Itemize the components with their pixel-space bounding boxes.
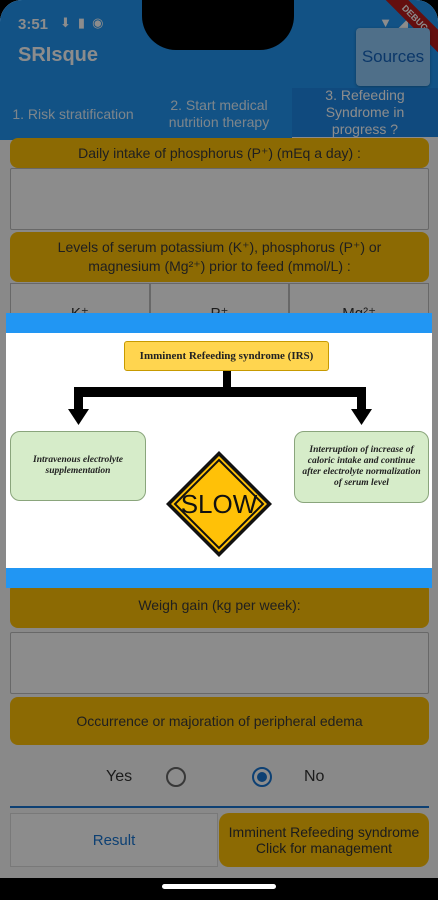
tab-bar: 1. Risk stratification 2. Start medical … bbox=[0, 87, 438, 140]
tab-start-nutrition-therapy[interactable]: 2. Start medical nutrition therapy bbox=[168, 97, 270, 130]
app-bar: 3:51 ⬇ ▮ ◉ ▼ ◢ DEBUG SRIsque Sources 1. … bbox=[0, 0, 438, 140]
home-indicator[interactable] bbox=[162, 884, 276, 889]
left-arrow-shaft bbox=[74, 387, 83, 411]
vpn-icon: ◉ bbox=[92, 15, 104, 30]
phosphorus-intake-input[interactable] bbox=[10, 168, 429, 230]
sign-face bbox=[171, 456, 267, 552]
status-icons-right: ▼ ◢ bbox=[379, 15, 408, 31]
no-radio[interactable] bbox=[252, 767, 272, 787]
tab-risk-stratification[interactable]: 1. Risk stratification bbox=[12, 105, 134, 122]
wifi-icon: ▼ bbox=[379, 15, 392, 30]
status-bar: 3:51 ⬇ ▮ ◉ ▼ ◢ bbox=[0, 0, 438, 44]
left-arrow-head bbox=[68, 409, 89, 425]
no-label: No bbox=[304, 768, 325, 785]
signal-icon: ◢ bbox=[398, 15, 408, 30]
yes-label: Yes bbox=[106, 768, 133, 785]
serum-levels-label: Levels of serum potassium (K⁺), phosphor… bbox=[10, 232, 429, 282]
irs-management-dialog[interactable]: Imminent Refeeding syndrome (IRS) Intrav… bbox=[6, 313, 432, 588]
slow-sign-icon: SLOW bbox=[166, 451, 272, 557]
dialog-top-band bbox=[6, 313, 432, 333]
download-icon: ⬇ bbox=[60, 15, 71, 30]
interrupt-caloric-box: Interruption of increase of caloric inta… bbox=[294, 431, 429, 503]
flow-arrows bbox=[68, 371, 372, 425]
sources-button[interactable]: Sources bbox=[356, 28, 430, 86]
camera-notch bbox=[142, 0, 294, 50]
sign-inner-border bbox=[173, 458, 265, 550]
phosphorus-intake-label: Daily intake of phosphorus (P⁺) (mEq a d… bbox=[10, 138, 429, 168]
iv-electrolyte-box: Intravenous electrolyte supplementation bbox=[10, 431, 146, 501]
footer-divider bbox=[10, 806, 429, 808]
arrow-stem bbox=[223, 371, 231, 389]
edema-radio-group: Yes No bbox=[0, 764, 438, 792]
status-time: 3:51 bbox=[18, 16, 49, 33]
tab-refeeding-syndrome[interactable]: 3. Refeeding Syndrome in progress ? bbox=[292, 87, 438, 140]
app-title: SRIsque bbox=[18, 44, 99, 66]
yes-radio[interactable] bbox=[166, 767, 186, 787]
arrow-horizontal-bar bbox=[74, 387, 366, 397]
sign-text: SLOW bbox=[181, 489, 258, 519]
sd-card-icon: ▮ bbox=[77, 15, 86, 30]
irs-title-box: Imminent Refeeding syndrome (IRS) bbox=[124, 341, 329, 371]
weight-gain-label: Weigh gain (kg per week): bbox=[10, 582, 429, 628]
right-arrow-shaft bbox=[357, 387, 366, 411]
right-arrow-head bbox=[351, 409, 372, 425]
edema-label: Occurrence or majoration of peripheral e… bbox=[10, 697, 429, 745]
result-button[interactable]: Result bbox=[10, 813, 218, 867]
management-button[interactable]: Imminent Refeeding syndrome Click for ma… bbox=[219, 813, 429, 867]
status-icons-left: ⬇ ▮ ◉ bbox=[60, 15, 103, 31]
screen: 3:51 ⬇ ▮ ◉ ▼ ◢ DEBUG SRIsque Sources 1. … bbox=[0, 0, 438, 878]
dialog-bottom-band bbox=[6, 568, 432, 588]
management-button-label: Imminent Refeeding syndrome Click for ma… bbox=[228, 824, 420, 856]
weight-gain-input[interactable] bbox=[10, 632, 429, 694]
